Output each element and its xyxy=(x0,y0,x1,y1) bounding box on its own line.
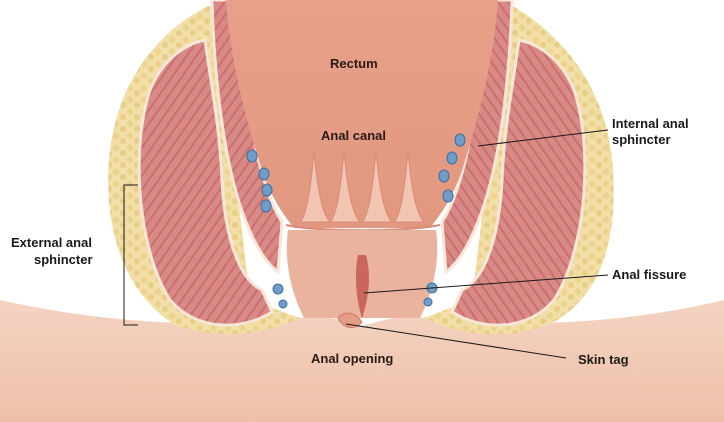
rectum-label: Rectum xyxy=(330,55,378,72)
external-sphincter-label-line1: External anal xyxy=(11,234,92,251)
anal-canal-label: Anal canal xyxy=(321,127,386,144)
external-sphincter-label-line2: sphincter xyxy=(34,251,93,268)
internal-sphincter-label-line2: sphincter xyxy=(612,131,671,148)
anal-opening-label: Anal opening xyxy=(311,350,393,367)
anal-fissure-label: Anal fissure xyxy=(612,266,686,283)
skin-tag-label: Skin tag xyxy=(578,351,629,368)
internal-sphincter-label-line1: Internal anal xyxy=(612,115,689,132)
